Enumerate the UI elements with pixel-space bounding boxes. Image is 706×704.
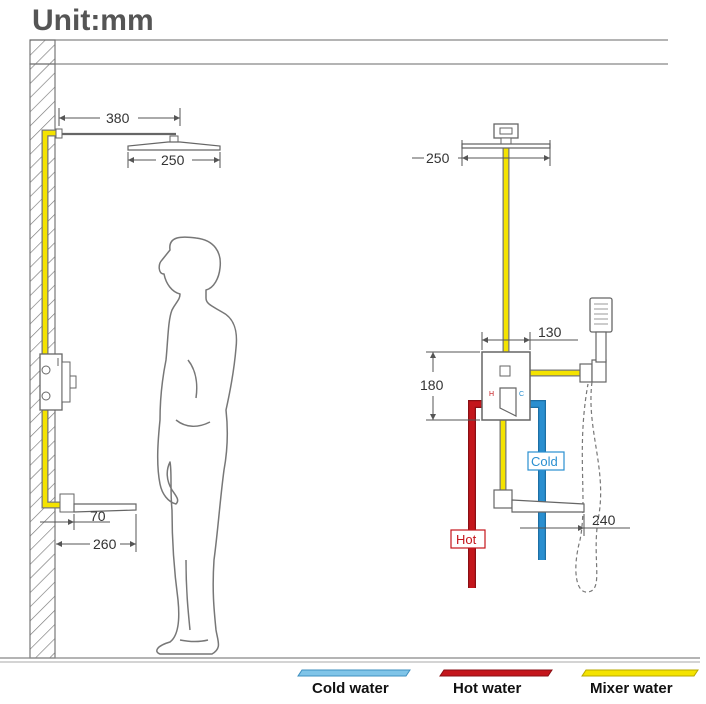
dim-spout-projection-label: 70: [90, 508, 106, 524]
dim-head-width-right-label: 250: [426, 150, 450, 166]
right-spout-icon: [493, 489, 585, 513]
legend-cold-swatch: [297, 669, 411, 677]
dim-handshower-offset: [520, 514, 630, 536]
left-spout-icon: [59, 493, 137, 513]
hot-tag: Hot: [450, 529, 486, 549]
floor-line: [0, 657, 700, 663]
dim-head-width-left-label: 250: [161, 152, 185, 168]
legend-hot-label: Hot water: [453, 680, 522, 697]
cold-tag: Cold: [527, 451, 565, 471]
left-valve-icon: [39, 353, 77, 411]
legend-cold: Cold water: [297, 669, 411, 697]
hot-pipe: [468, 400, 488, 588]
dim-arm-length-label: 380: [106, 110, 130, 126]
legend: Cold water Hot water Mixer water: [297, 669, 699, 697]
dim-valve-width: [481, 332, 578, 350]
hot-tag-label: Hot: [456, 532, 477, 547]
cold-pipe: [522, 400, 546, 560]
hand-shower-icon: [575, 297, 613, 593]
legend-mixer-swatch: [581, 669, 699, 677]
dim-spout-length: [56, 514, 137, 552]
dim-arm-length: [58, 108, 181, 126]
legend-cold-label: Cold water: [312, 680, 389, 697]
ceiling: [30, 39, 668, 65]
dim-head-width-right: [412, 140, 551, 166]
dim-valve-width-label: 130: [538, 324, 562, 340]
person-figure-icon: [156, 236, 238, 655]
unit-title: Unit:mm: [32, 4, 154, 37]
legend-mixer: Mixer water: [581, 669, 699, 697]
legend-hot-swatch: [439, 669, 553, 677]
dim-spout-projection: [40, 514, 110, 530]
dim-valve-height-label: 180: [420, 377, 444, 393]
left-shower-head-icon: [55, 128, 221, 151]
right-shower-head-icon: [461, 123, 551, 149]
cold-tag-label: Cold: [531, 454, 558, 469]
mixer-valve-icon: H C: [481, 351, 531, 421]
valve-hot-letter: H: [489, 391, 494, 398]
dim-handshower-offset-label: 240: [592, 512, 616, 528]
dim-head-width-left: [127, 152, 221, 168]
dim-valve-height: [426, 351, 480, 421]
valve-cold-letter: C: [519, 391, 524, 398]
dim-spout-length-label: 260: [93, 536, 117, 552]
legend-mixer-label: Mixer water: [590, 680, 673, 697]
legend-hot: Hot water: [439, 669, 553, 697]
